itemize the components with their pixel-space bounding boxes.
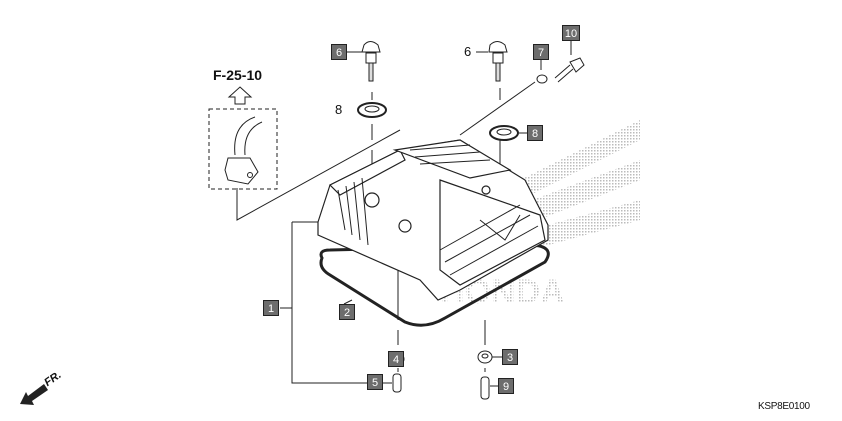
diagram-code: KSP8E0100 xyxy=(758,401,810,412)
flange-bolt xyxy=(488,41,508,82)
breather-reference-box xyxy=(208,108,401,221)
callout-2[interactable]: 2 xyxy=(339,304,355,320)
washer xyxy=(536,74,548,84)
callout-10[interactable]: 10 xyxy=(562,25,580,41)
bolt xyxy=(554,57,585,83)
label-8: 8 xyxy=(335,102,343,117)
callout-9[interactable]: 9 xyxy=(498,378,514,394)
up-arrow-icon xyxy=(227,86,253,105)
callout-4[interactable]: 4 xyxy=(388,351,404,367)
callout-7[interactable]: 7 xyxy=(533,44,549,60)
label-6: 6 xyxy=(464,44,472,59)
callout-8[interactable]: 8 xyxy=(527,125,543,141)
head-cover-gasket xyxy=(319,243,550,327)
callout-5[interactable]: 5 xyxy=(367,374,383,390)
grommet-hole xyxy=(496,128,512,136)
dowel-pin xyxy=(392,373,402,393)
callout-6[interactable]: 6 xyxy=(331,44,347,60)
reference-figure-link[interactable]: F-25-10 xyxy=(213,67,263,83)
flange-bolt xyxy=(361,41,381,82)
callout-1[interactable]: 1 xyxy=(263,300,279,316)
dowel-pin xyxy=(480,376,490,400)
cylinder-head-cover xyxy=(317,139,549,301)
front-arrow-icon xyxy=(20,384,48,405)
callout-3[interactable]: 3 xyxy=(502,349,518,365)
grommet-hole xyxy=(364,105,380,113)
seal-washer-hole xyxy=(481,353,489,359)
